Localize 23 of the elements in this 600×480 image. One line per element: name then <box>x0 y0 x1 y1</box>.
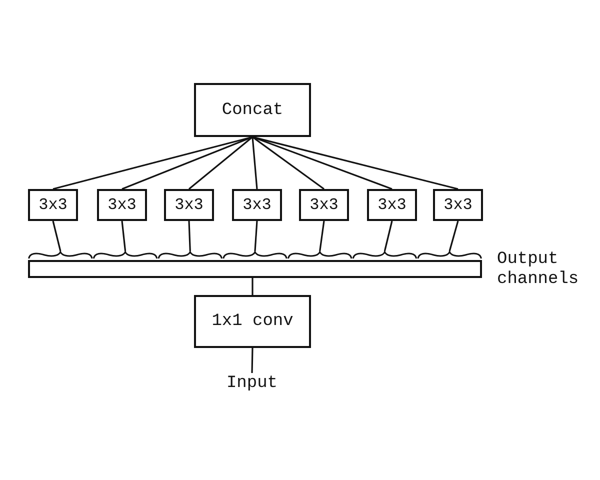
connector-line <box>188 136 253 190</box>
filter-box: 3x3 <box>433 189 483 221</box>
connector-line <box>319 220 325 252</box>
filter-box: 3x3 <box>97 189 147 221</box>
connector-line <box>254 220 258 252</box>
connector-line <box>121 220 126 252</box>
connector-line <box>251 348 254 374</box>
connector-line <box>52 220 62 252</box>
connector-line <box>188 220 191 252</box>
connector-line <box>252 136 258 190</box>
channel-label: Output channels <box>497 250 580 290</box>
filter-box: 3x3 <box>164 189 214 221</box>
layer-box: Concat <box>194 83 311 137</box>
filter-box: 3x3 <box>28 189 78 221</box>
connector-line <box>252 278 254 295</box>
input-label: Input <box>222 373 282 393</box>
connector-line <box>448 220 459 252</box>
filter-box: 3x3 <box>232 189 282 221</box>
filter-box: 3x3 <box>367 189 417 221</box>
filter-box: 3x3 <box>299 189 349 221</box>
layer-box: 1x1 conv <box>194 295 311 348</box>
connector-line <box>384 220 393 252</box>
connector-line <box>252 136 324 190</box>
